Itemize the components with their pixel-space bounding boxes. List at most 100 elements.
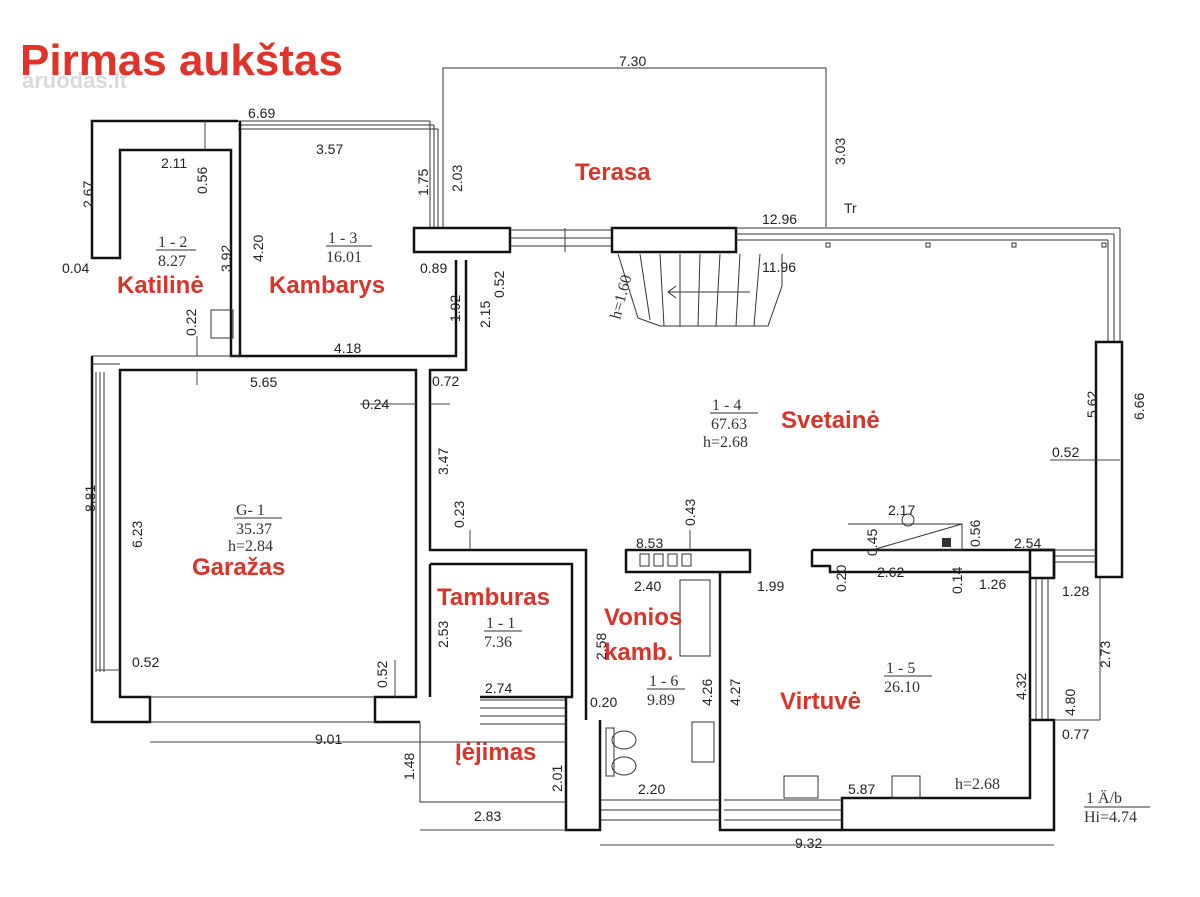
svg-text:0.77: 0.77 [1062,726,1089,742]
room-vonios-kamb: kamb. [604,639,673,666]
svg-text:0.72: 0.72 [432,373,459,389]
svg-text:0.45: 0.45 [864,529,880,556]
svg-text:3.57: 3.57 [316,141,343,157]
room-virtuve: Virtuvė [780,688,861,715]
svg-text:1 - 3: 1 - 3 [328,230,357,247]
svg-text:8.27: 8.27 [158,253,186,270]
fixtures [210,242,1107,799]
svg-text:11.96: 11.96 [762,259,796,275]
svg-text:6.66: 6.66 [1131,393,1147,420]
svg-text:7.30: 7.30 [619,53,646,69]
svg-text:4.80: 4.80 [1062,689,1078,716]
dimension-labels: 7.30 6.69 3.57 2.11 12.96 Tr 0.04 0.89 1… [62,53,1089,851]
svg-text:1.75: 1.75 [415,169,431,196]
svg-text:4.32: 4.32 [1013,673,1029,700]
svg-text:4.26: 4.26 [699,679,715,706]
room-iejimas: Įėjimas [455,739,536,766]
svg-text:2.40: 2.40 [634,578,661,594]
room-code-garazas: G- 1 35.37 h=2.84 [228,502,282,555]
svg-text:4.27: 4.27 [727,679,743,706]
room-tamburas: Tamburas [437,584,550,611]
svg-text:2.54: 2.54 [1014,535,1041,551]
svg-text:12.96: 12.96 [762,211,797,227]
svg-text:h=2.68: h=2.68 [955,776,1000,793]
svg-text:9.32: 9.32 [795,835,822,851]
svg-text:2.11: 2.11 [161,155,187,171]
terrace-outline [442,67,827,227]
svg-text:2.01: 2.01 [549,765,565,792]
svg-text:9.01: 9.01 [315,731,342,747]
svg-text:0.89: 0.89 [420,260,447,276]
svg-text:0.20: 0.20 [833,565,849,592]
svg-text:2.53: 2.53 [435,621,451,648]
svg-text:1 Ä/b: 1 Ä/b [1086,789,1122,807]
svg-text:1.99: 1.99 [757,578,784,594]
svg-text:5.65: 5.65 [250,374,277,390]
svg-text:3.47: 3.47 [435,448,451,475]
svg-text:1 - 2: 1 - 2 [158,234,187,251]
svg-text:2.03: 2.03 [449,165,465,192]
svg-text:3.92: 3.92 [218,245,234,272]
svg-text:2.17: 2.17 [888,502,915,518]
svg-text:h=2.84: h=2.84 [228,538,273,555]
svg-text:2.20: 2.20 [638,781,665,797]
room-kambarys: Kambarys [269,272,385,299]
vent-symbol [848,513,963,551]
svg-text:1 - 1: 1 - 1 [486,615,515,632]
svg-text:1.28: 1.28 [1062,583,1089,599]
svg-text:4.18: 4.18 [334,340,361,356]
room-code-tamburas: 1 - 1 7.36 [484,615,522,651]
svg-text:6.23: 6.23 [129,521,145,548]
svg-text:5.62: 5.62 [1084,391,1100,418]
svg-text:0.20: 0.20 [590,694,617,710]
svg-text:2.67: 2.67 [80,181,96,208]
svg-text:0.52: 0.52 [491,271,507,298]
svg-text:1 - 5: 1 - 5 [886,660,915,677]
svg-text:Tr: Tr [844,200,857,216]
page-title: Pirmas aukštas [20,36,343,85]
svg-text:0.43: 0.43 [682,499,698,526]
room-code-kambarys: 1 - 3 16.01 [326,230,372,266]
svg-text:0.56: 0.56 [967,520,983,547]
svg-text:9.89: 9.89 [647,692,675,709]
svg-text:1.48: 1.48 [401,753,417,780]
svg-text:0.52: 0.52 [374,661,390,688]
svg-text:7.36: 7.36 [484,634,512,651]
staircase [617,253,783,327]
svg-text:6.69: 6.69 [248,105,275,121]
svg-text:Hi=4.74: Hi=4.74 [1084,809,1137,826]
svg-text:2.62: 2.62 [877,564,904,580]
room-svetaine: Svetainė [781,407,880,434]
svg-text:35.37: 35.37 [236,521,272,538]
dimension-labels-vertical: 2.67 0.56 1.75 2.03 3.03 4.20 3.92 0.52 … [80,138,1147,792]
svg-text:0.56: 0.56 [194,167,210,194]
svg-text:0.52: 0.52 [1052,444,1079,460]
svg-text:0.04: 0.04 [62,260,89,276]
room-terasa: Terasa [575,159,651,186]
svg-text:3.03: 3.03 [832,138,848,165]
room-code-virtuve: 1 - 5 26.10 [884,660,932,696]
svg-text:0.23: 0.23 [451,501,467,528]
svg-text:G- 1: G- 1 [236,502,265,519]
svg-text:2.83: 2.83 [474,808,501,824]
svg-text:67.63: 67.63 [711,416,747,433]
room-vonios: Vonios [604,604,682,631]
svg-text:h=2.68: h=2.68 [703,434,748,451]
room-garazas: Garažas [192,554,285,581]
svg-text:0.24: 0.24 [362,396,389,412]
svg-text:2.15: 2.15 [477,301,493,328]
svg-text:0.22: 0.22 [183,309,199,336]
svg-text:5.87: 5.87 [848,781,875,797]
room-code-katiline: 1 - 2 8.27 [156,234,196,270]
svg-text:26.10: 26.10 [884,679,920,696]
watermark: aruodas.lt [22,68,128,93]
room-katiline: Katilinė [117,272,204,299]
svg-text:2.74: 2.74 [485,680,512,696]
svg-text:8.81: 8.81 [82,485,98,512]
svg-text:16.01: 16.01 [326,249,362,266]
svg-text:8.53: 8.53 [636,535,663,551]
svg-text:0.14: 0.14 [949,567,965,594]
svg-text:2.73: 2.73 [1097,641,1113,668]
svg-text:0.52: 0.52 [132,654,159,670]
